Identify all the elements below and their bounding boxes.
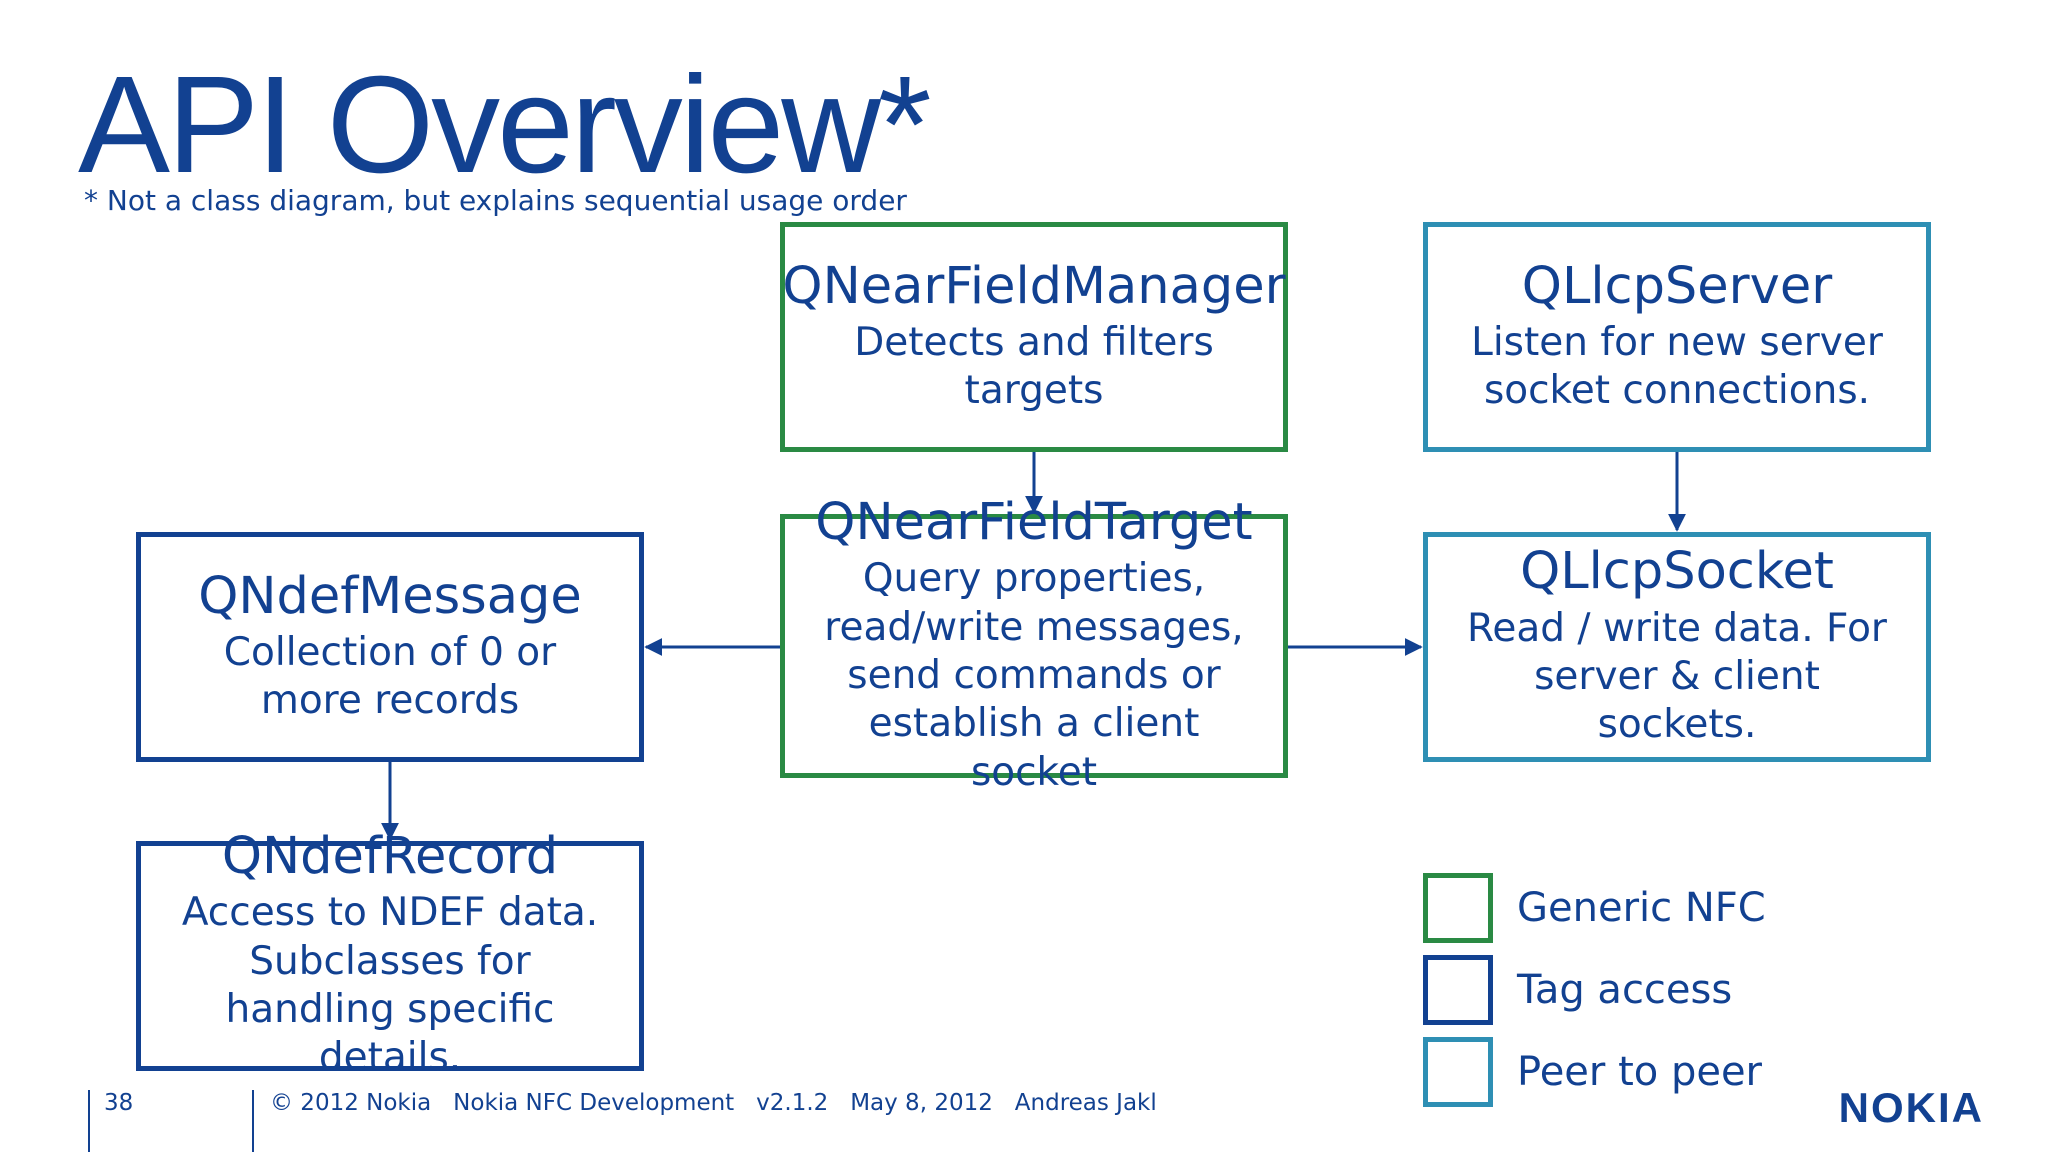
nokia-logo: NOKIA [1838,1084,1984,1131]
node-title: QNearFieldManager [782,256,1286,316]
legend-item-tag-access: Tag access [1423,955,1732,1025]
slide-title: API Overview* [78,48,932,202]
node-description: Query properties, read/write messages, s… [824,556,1244,795]
footer-divider [252,1090,254,1152]
legend-label: Generic NFC [1517,885,1766,931]
node-title: QLlcpSocket [1520,542,1834,602]
node-description: Read / write data. For server & client s… [1467,605,1887,748]
node-qnearfieldmanager: QNearFieldManager Detects and filters ta… [780,222,1288,452]
node-qndefmessage: QNdefMessage Collection of 0 or more rec… [136,532,644,762]
legend-label: Peer to peer [1517,1049,1762,1095]
node-qnearfieldtarget: QNearFieldTarget Query properties, read/… [780,494,1288,795]
node-title: QNdefMessage [198,566,582,626]
page-number: 38 [104,1090,134,1116]
footer-info: © 2012 Nokia Nokia NFC Development v2.1.… [270,1090,1157,1116]
legend-item-generic-nfc: Generic NFC [1423,873,1766,943]
node-qndefrecord: QNdefRecord Access to NDEF data. Subclas… [136,829,644,1080]
slide-subtitle: * Not a class diagram, but explains sequ… [84,184,907,217]
legend-item-peer-to-peer: Peer to peer [1423,1037,1762,1107]
node-title: QNdefRecord [221,827,559,887]
node-description: Collection of 0 or more records [223,629,557,724]
legend-swatch [1423,873,1493,943]
legend-swatch [1423,1037,1493,1107]
footer-divider [88,1090,90,1152]
node-description: Access to NDEF data. Subclasses for hand… [181,890,599,1081]
node-title: QLlcpServer [1521,256,1833,316]
node-description: Detects and filters targets [854,319,1214,414]
legend-label: Tag access [1517,967,1733,1013]
node-description: Listen for new server socket connections… [1471,319,1883,414]
node-qllcpsocket: QLlcpSocket Read / write data. For serve… [1423,532,1931,762]
node-qllcpserver: QLlcpServer Listen for new server socket… [1423,222,1931,452]
node-title: QNearFieldTarget [815,493,1253,553]
legend-swatch [1423,955,1493,1025]
